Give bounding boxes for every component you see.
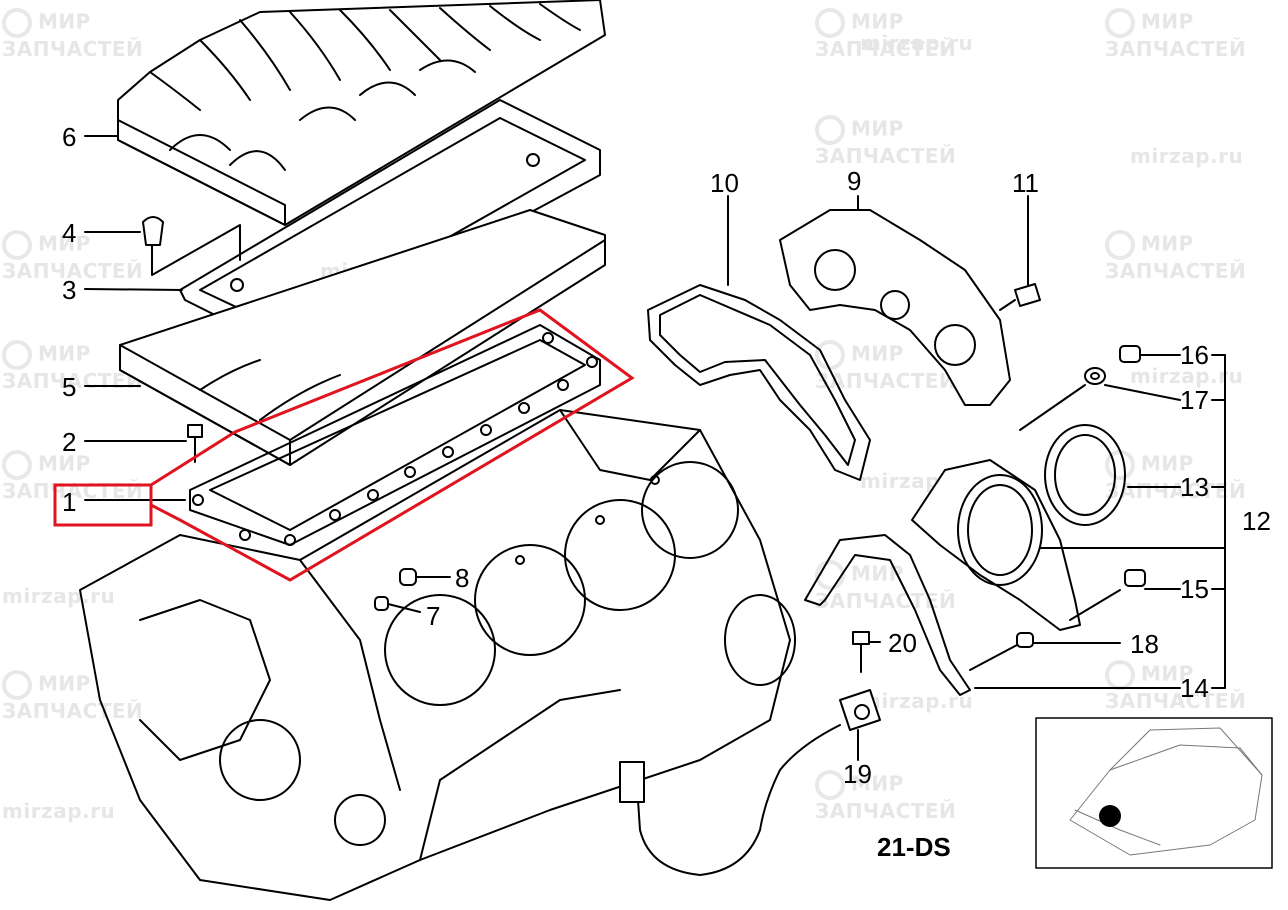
watermark-logo-icon [1105,8,1135,38]
callout-4: 4 [62,218,77,248]
watermark: МИР ЗАПЧАСТЕЙ [815,340,956,392]
highlight-outline [53,308,635,582]
part-10-gasket [647,195,871,481]
watermark-logo-icon [2,230,32,260]
watermark: mirzap.ru [1130,144,1244,168]
part-6-cover [117,0,606,226]
part-14-gasket [804,534,1181,696]
callout-17: 17 [1180,385,1209,415]
watermark-text: МИР [38,231,91,256]
watermark-text: ЗАПЧАСТЕЙ [815,37,957,61]
callout-18: 18 [1130,629,1159,659]
watermark-text: ЗАПЧАСТЕЙ [1105,479,1247,503]
part-4-plug [142,216,241,276]
watermark: МИР ЗАПЧАСТЕЙ [1105,450,1246,502]
part-1-pan-gasket [189,324,601,546]
watermark: МИР ЗАПЧАСТЕЙ [1105,230,1246,282]
callout-12: 12 [1242,506,1271,536]
watermark-text: ЗАПЧАСТЕЙ [1105,259,1247,283]
callout-14: 14 [1180,673,1209,703]
part-17-washer [1019,367,1181,431]
watermark-text: МИР [851,561,904,586]
callout-15: 15 [1180,574,1209,604]
watermark: МИР ЗАПЧАСТЕЙ [2,8,143,60]
watermark-logo-icon [1105,230,1135,260]
watermark-logo-icon [815,115,845,145]
callout-5: 5 [62,372,77,402]
watermark-text: ЗАПЧАСТЕЙ [2,259,144,283]
part-20-bolt [852,631,881,673]
watermark-logo-icon [815,770,845,800]
part-12-housing [911,459,1226,631]
part-7-sleeve [374,596,421,613]
watermark: mirzap.ru [2,584,116,608]
callout-16: 16 [1180,340,1209,370]
watermark-logo-icon [815,8,845,38]
watermark-text: МИР [38,451,91,476]
part-5-baffle [119,209,606,466]
watermark-text: ЗАПЧАСТЕЙ [1105,37,1247,61]
watermark-text: МИР [1141,451,1194,476]
leader-3 [84,288,183,291]
watermark-text: ЗАПЧАСТЕЙ [2,37,144,61]
callout-3: 3 [62,275,77,305]
watermark-text: МИР [851,116,904,141]
watermark-text: МИР [38,671,91,696]
watermark: МИР ЗАПЧАСТЕЙ [2,230,143,282]
part-9-cover [779,195,1011,406]
part-16-screw [1119,345,1181,363]
watermark: mirzap.ru [860,31,974,55]
watermark-text: МИР [38,341,91,366]
part-11-bolt [999,195,1041,311]
watermark-text: ЗАПЧАСТЕЙ [815,144,957,168]
watermark: МИР ЗАПЧАСТЕЙ [815,560,956,612]
watermark-logo-icon [2,8,32,38]
callout-7: 7 [426,601,441,631]
callout-1: 1 [62,487,77,517]
watermark: mirzap.ru [2,799,116,823]
part-8-sleeve [399,568,451,586]
diagram-code: 21-DS [877,832,951,862]
callout-10: 10 [710,168,739,198]
watermark: МИР ЗАПЧАСТЕЙ [815,115,956,167]
callout-13: 13 [1180,472,1209,502]
watermark-text: МИР [1141,231,1194,256]
callout-19: 19 [843,759,872,789]
watermark: МИР ЗАПЧАСТЕЙ [1105,8,1246,60]
part-13-seal [1044,424,1181,526]
engine-block [79,409,796,901]
callout-8: 8 [455,563,470,593]
callout-2: 2 [62,427,77,457]
watermark-text: МИР [851,341,904,366]
part-15-bolt [1069,569,1181,621]
watermark-text: ЗАПЧАСТЕЙ [815,589,957,613]
watermark-logo-icon [2,670,32,700]
watermark-text: ЗАПЧАСТЕЙ [1105,689,1247,713]
watermark: mirzap.ru [1130,364,1244,388]
watermark-text: ЗАПЧАСТЕЙ [815,799,957,823]
car-thumbnail [1035,717,1273,869]
watermark-text: МИР [1141,661,1194,686]
watermark-text: МИР [1141,9,1194,34]
callout-9: 9 [847,166,862,196]
callout-11: 11 [1012,168,1039,198]
watermark-logo-icon [2,450,32,480]
watermark-logo-icon [815,560,845,590]
watermark-text: ЗАПЧАСТЕЙ [815,369,957,393]
watermark-text: МИР [851,9,904,34]
watermark: МИР ЗАПЧАСТЕЙ [815,8,956,60]
watermark-text: МИР [38,9,91,34]
callout-6: 6 [62,122,77,152]
part-19-sensor [619,689,881,876]
watermark: mirzap.ru [860,689,974,713]
callout-20: 20 [888,628,917,658]
watermark-logo-icon [2,340,32,370]
watermark: МИР ЗАПЧАСТЕЙ [815,770,956,822]
watermark-text: МИР [851,771,904,796]
part-18-sleeve [969,632,1121,671]
